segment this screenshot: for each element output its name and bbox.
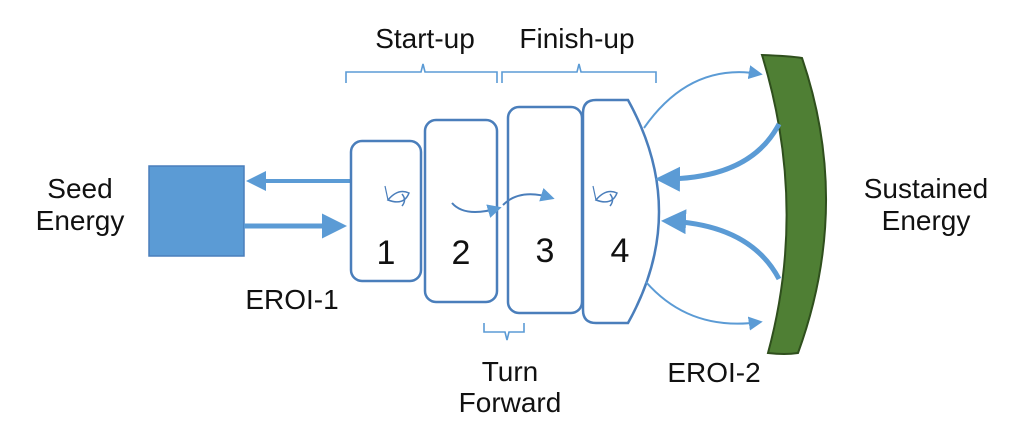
seed-energy-label-line2: Energy [36,205,125,236]
eroi-2-label: EROI-2 [667,357,760,388]
stage-3-box [506,105,584,315]
eye-icon [384,185,410,207]
finish-up-label: Finish-up [519,23,634,54]
stage-1-box [349,139,423,283]
sustained-energy-label-line2: Energy [882,205,971,236]
finish-up-brace [501,63,657,83]
turn-arrow-2-to-3 [451,202,502,218]
arrow-to-sustained-top [643,65,763,129]
stage-2-number: 2 [452,234,471,272]
turn-forward-brace [483,323,525,341]
arrow-to-sustained-bottom [645,281,763,331]
start-up-brace [345,63,498,83]
seed-energy-box [148,165,245,257]
turn-forward-label-line1: Turn [482,356,539,387]
eye-icon [592,185,618,207]
sustained-energy-bar [760,53,827,355]
stage-1-number: 1 [377,234,396,272]
stage-4-box [581,98,661,325]
turn-arrow-3-to-4 [502,187,555,206]
turn-forward-label-line2: Forward [459,387,562,418]
start-up-label: Start-up [375,23,475,54]
stage-3-number: 3 [536,232,555,270]
eroi-1-label: EROI-1 [245,284,338,315]
seed-energy-label-line1: Seed [47,173,112,204]
arrow-from-sustained-upper [655,122,782,192]
arrow-from-sustained-lower [661,209,782,281]
stage-4-number: 4 [611,232,630,270]
sustained-energy-label-line1: Sustained [864,173,989,204]
